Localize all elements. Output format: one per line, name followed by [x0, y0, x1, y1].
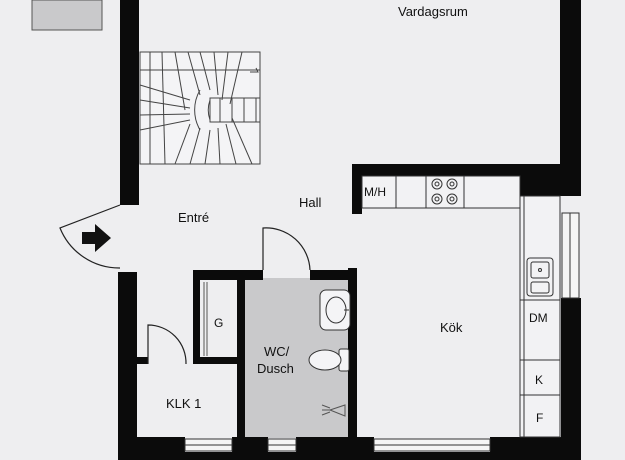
fixture-label-freezer: F — [536, 411, 543, 425]
wc-door-swing — [262, 227, 311, 271]
wall-klk-top — [118, 357, 148, 364]
doors — [59, 204, 311, 365]
entry-door-swing — [59, 204, 121, 269]
fixture-label-wardrobe: G — [214, 316, 223, 330]
kitchen-sink-icon — [526, 257, 554, 297]
right-window — [561, 212, 580, 299]
wall-bottom-1 — [118, 437, 185, 460]
room-label-klk: KLK 1 — [166, 396, 201, 411]
kitchen-counter — [361, 175, 561, 438]
klk-door-swing — [147, 324, 187, 365]
wall-left-upper — [120, 0, 139, 205]
wall-closet-bottom — [193, 357, 243, 364]
room-label-wc-line2: Dusch — [257, 361, 294, 376]
fixture-label-fridge: K — [535, 373, 543, 387]
entry-arrow-icon — [82, 224, 111, 252]
closet-rails — [203, 282, 208, 356]
room-label-entre: Entré — [178, 210, 209, 225]
wall-left-lower — [118, 272, 137, 460]
room-label-wc-line1: WC/ — [264, 344, 290, 359]
wall-wc-kok — [348, 268, 357, 438]
fixture-label-dishwasher: DM — [529, 311, 548, 325]
room-label-hall: Hall — [299, 195, 322, 210]
shower-head-icon — [321, 404, 346, 417]
toilet-icon — [308, 348, 350, 372]
counter-right-vertical — [519, 195, 561, 438]
wall-right-lower — [561, 298, 581, 460]
upper-left-room-corner — [31, 0, 103, 31]
wall-kitchen-left-stub — [352, 164, 362, 214]
wall-cabinet-corner — [520, 176, 560, 196]
wall-entre-lower-right — [310, 270, 357, 280]
room-label-vardagsrum: Vardagsrum — [398, 4, 468, 19]
wall-right-upper — [560, 0, 581, 196]
fixture-label-washer-dryer: M/H — [364, 185, 386, 199]
wall-kitchen-top — [352, 164, 580, 176]
wall-bottom-4 — [490, 437, 581, 460]
wall-bottom-thin — [185, 452, 490, 460]
staircase-icon — [139, 51, 261, 165]
walls — [118, 0, 581, 460]
wall-entre-lower-left — [193, 270, 263, 280]
room-label-kok: Kök — [440, 320, 463, 335]
washbasin-icon — [319, 289, 351, 331]
wall-closet-left — [193, 270, 200, 362]
wall-wc-left — [237, 270, 245, 440]
stove-icon — [425, 175, 465, 209]
bottom-windows — [184, 438, 491, 452]
washer-dryer-box — [361, 175, 397, 209]
